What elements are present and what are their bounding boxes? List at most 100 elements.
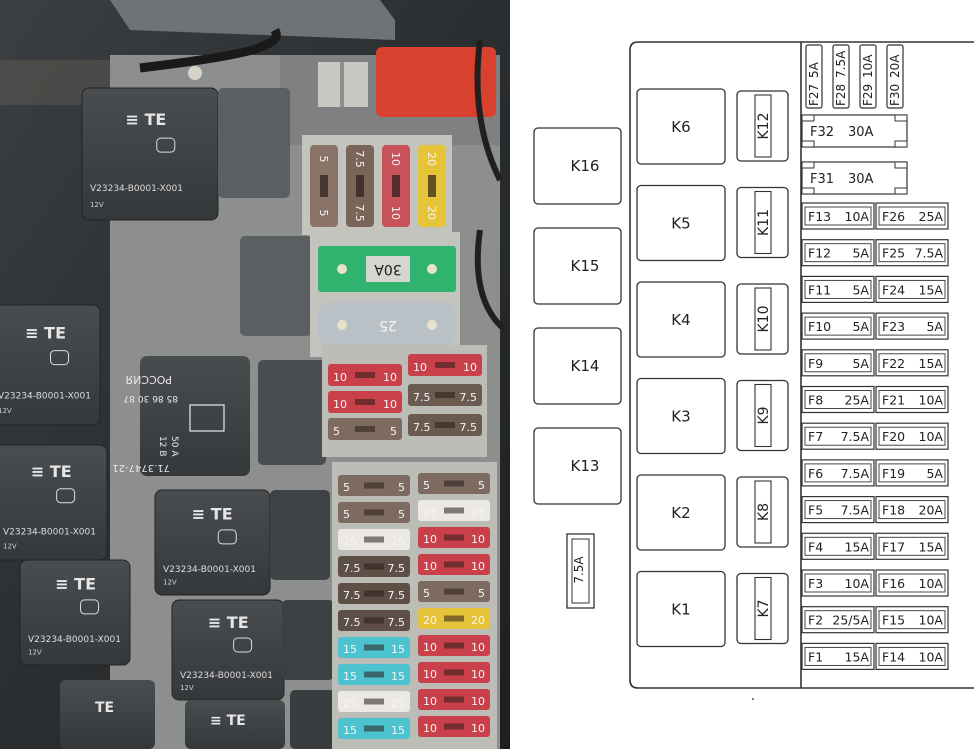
relay-part: V23234-B0001-X001 [0, 392, 91, 402]
relay-k12[interactable]: K12 [736, 90, 789, 162]
relay-k5[interactable]: K5 [636, 184, 726, 262]
fuse-rating: 25A [919, 209, 944, 224]
relay-part: V23234-B0001-X001 [180, 671, 273, 681]
fuse-rating: 25A [845, 393, 870, 408]
svg-text:5: 5 [423, 479, 430, 492]
fuse-id: F12 [808, 246, 831, 261]
fuse-id: F17 [882, 539, 905, 554]
relay-voltage-label: 12 В [157, 436, 167, 457]
relay-k7[interactable]: K7 [736, 572, 789, 645]
svg-text:25: 25 [423, 506, 437, 519]
relay-label: K16 [571, 157, 600, 175]
fuse-f8[interactable]: F8 25A [801, 385, 875, 414]
svg-text:5: 5 [398, 481, 405, 494]
svg-text:7.5: 7.5 [388, 616, 406, 629]
svg-text:5: 5 [333, 425, 340, 438]
relay-k8[interactable]: K8 [736, 476, 789, 548]
svg-text:5: 5 [390, 425, 397, 438]
svg-text:7.5: 7.5 [353, 150, 366, 168]
svg-text:7.5: 7.5 [413, 421, 431, 434]
relay-k4[interactable]: K4 [636, 281, 726, 358]
fuse-rating: 15A [919, 539, 944, 554]
relay-k11[interactable]: K11 [736, 186, 789, 259]
relay-k2[interactable]: K2 [636, 474, 726, 551]
fuse-id: F20 [882, 429, 905, 444]
fuse-id: F24 [882, 282, 905, 297]
relay-brand: ≡ TE [55, 574, 96, 593]
fuse-rating: 30A [848, 172, 874, 187]
relay-k15[interactable]: K15 [533, 227, 622, 305]
svg-text:10: 10 [471, 641, 485, 654]
fuse-rating: 15A [845, 649, 870, 664]
svg-text:10: 10 [423, 668, 437, 681]
relay-k1[interactable]: K1 [636, 570, 726, 648]
relay-k9[interactable]: K9 [736, 379, 789, 452]
relay-part: V23234-B0001-X001 [3, 528, 96, 538]
relay-k14[interactable]: K14 [533, 327, 622, 405]
svg-text:25: 25 [391, 697, 405, 710]
relay-k13[interactable]: K13 [533, 427, 622, 505]
svg-text:7.5: 7.5 [388, 589, 406, 602]
fuse-id: F18 [882, 503, 905, 518]
relay-k10[interactable]: K10 [736, 283, 789, 355]
fuse-id: F29 [861, 84, 875, 106]
relay-k3[interactable]: K3 [636, 377, 726, 455]
fuse-id: F8 [808, 393, 823, 408]
svg-text:7.5: 7.5 [413, 391, 431, 404]
fuse-rating: 20A [919, 503, 944, 518]
relay-pins-label: 85 86 30 87 [124, 393, 178, 403]
svg-text:10: 10 [333, 398, 347, 411]
relay-part-label: 71.3747-21 [112, 462, 170, 473]
fuse-rating: 10A [845, 576, 870, 591]
fuse-f17[interactable]: F17 15A [875, 532, 949, 560]
svg-text:20: 20 [425, 152, 438, 166]
fuse-rating: 7.5A [841, 466, 870, 481]
svg-text:7.5: 7.5 [388, 562, 406, 575]
relay-k16[interactable]: K16 [533, 127, 622, 205]
relay-k6[interactable]: K6 [636, 88, 726, 165]
relay-label: K3 [671, 408, 690, 426]
fuse-external-7-5a[interactable]: 7.5A [566, 533, 595, 609]
svg-text:10: 10 [389, 152, 402, 166]
fuse-f18[interactable]: F18 20A [875, 496, 949, 524]
